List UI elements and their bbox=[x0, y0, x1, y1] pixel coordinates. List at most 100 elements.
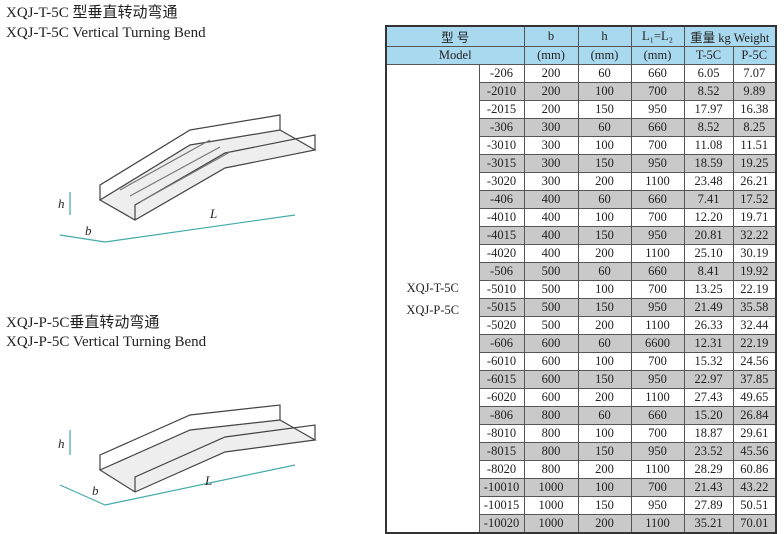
cell-l: 1100 bbox=[630, 514, 685, 534]
cell-h: 60 bbox=[577, 406, 632, 425]
cell-h: 200 bbox=[577, 460, 632, 479]
cell-h: 150 bbox=[577, 100, 632, 119]
cell-weight-t5c: 27.89 bbox=[683, 496, 734, 515]
cell-weight-t5c: 17.97 bbox=[683, 100, 734, 119]
cell-l: 1100 bbox=[630, 316, 685, 335]
cell-b: 600 bbox=[523, 352, 579, 371]
svg-text:b: b bbox=[92, 483, 99, 498]
cell-model-suffix: -4015 bbox=[478, 226, 525, 245]
cell-b: 1000 bbox=[523, 496, 579, 515]
cell-h: 100 bbox=[577, 136, 632, 155]
cell-h: 100 bbox=[577, 280, 632, 299]
cell-h: 200 bbox=[577, 388, 632, 407]
cell-weight-t5c: 8.41 bbox=[683, 262, 734, 281]
cell-weight-p5c: 32.44 bbox=[732, 316, 777, 335]
cell-weight-p5c: 37.85 bbox=[732, 370, 777, 389]
cell-weight-t5c: 23.48 bbox=[683, 172, 734, 191]
cell-weight-t5c: 12.20 bbox=[683, 208, 734, 227]
cell-weight-p5c: 70.01 bbox=[732, 514, 777, 534]
cell-l: 660 bbox=[630, 190, 685, 209]
cell-h: 150 bbox=[577, 226, 632, 245]
cell-weight-p5c: 7.07 bbox=[732, 64, 777, 83]
section1-title-en: XQJ-T-5C Vertical Turning Bend bbox=[6, 25, 206, 41]
cell-model-suffix: -3020 bbox=[478, 172, 525, 191]
vertical-bend-diagram-t: h b L bbox=[58, 114, 317, 243]
cell-b: 300 bbox=[523, 118, 579, 137]
cell-l: 950 bbox=[630, 100, 685, 119]
header-b: b bbox=[523, 25, 579, 47]
cell-model-suffix: -8020 bbox=[478, 460, 525, 479]
cell-weight-p5c: 32.22 bbox=[732, 226, 777, 245]
cell-b: 800 bbox=[523, 406, 579, 425]
header-p5c: P-5C bbox=[732, 46, 777, 65]
section2-title-en: XQJ-P-5C Vertical Turning Bend bbox=[6, 334, 207, 350]
header-l: L₁=L₂ bbox=[630, 25, 685, 47]
cell-weight-t5c: 26.33 bbox=[683, 316, 734, 335]
cell-weight-t5c: 13.25 bbox=[683, 280, 734, 299]
cell-weight-t5c: 15.32 bbox=[683, 352, 734, 371]
cell-h: 100 bbox=[577, 352, 632, 371]
cell-weight-p5c: 60.86 bbox=[732, 460, 777, 479]
svg-text:L: L bbox=[204, 473, 212, 488]
cell-b: 1000 bbox=[523, 514, 579, 534]
cell-b: 200 bbox=[523, 100, 579, 119]
cell-l: 700 bbox=[630, 136, 685, 155]
cell-l: 950 bbox=[630, 370, 685, 389]
cell-l: 950 bbox=[630, 442, 685, 461]
cell-l: 700 bbox=[630, 208, 685, 227]
cell-weight-p5c: 22.19 bbox=[732, 280, 777, 299]
cell-model-suffix: -606 bbox=[478, 334, 525, 353]
cell-l: 660 bbox=[630, 118, 685, 137]
cell-b: 400 bbox=[523, 226, 579, 245]
cell-weight-t5c: 18.87 bbox=[683, 424, 734, 443]
cell-l: 950 bbox=[630, 496, 685, 515]
cell-weight-t5c: 18.59 bbox=[683, 154, 734, 173]
cell-b: 600 bbox=[523, 388, 579, 407]
cell-weight-p5c: 26.84 bbox=[732, 406, 777, 425]
cell-h: 100 bbox=[577, 208, 632, 227]
cell-model-suffix: -8015 bbox=[478, 442, 525, 461]
cell-weight-t5c: 23.52 bbox=[683, 442, 734, 461]
cell-model-suffix: -6020 bbox=[478, 388, 525, 407]
cell-weight-p5c: 9.89 bbox=[732, 82, 777, 101]
cell-weight-t5c: 35.21 bbox=[683, 514, 734, 534]
specification-table: 型 号 b h L₁=L₂ 重量 kg Weight Model (mm) (m… bbox=[385, 25, 777, 534]
cell-weight-p5c: 11.51 bbox=[732, 136, 777, 155]
cell-b: 500 bbox=[523, 280, 579, 299]
cell-model-suffix: -2010 bbox=[478, 82, 525, 101]
cell-weight-p5c: 8.25 bbox=[732, 118, 777, 137]
model-name: XQJ-T-5C bbox=[406, 280, 459, 295]
cell-b: 400 bbox=[523, 244, 579, 263]
cell-weight-t5c: 6.05 bbox=[683, 64, 734, 83]
cell-h: 200 bbox=[577, 514, 632, 534]
cell-weight-p5c: 29.61 bbox=[732, 424, 777, 443]
cell-model-suffix: -10015 bbox=[478, 496, 525, 515]
cell-b: 800 bbox=[523, 442, 579, 461]
cell-weight-t5c: 15.20 bbox=[683, 406, 734, 425]
cell-weight-p5c: 19.25 bbox=[732, 154, 777, 173]
cell-weight-p5c: 17.52 bbox=[732, 190, 777, 209]
cell-model-suffix: -506 bbox=[478, 262, 525, 281]
cell-h: 200 bbox=[577, 172, 632, 191]
cell-l: 700 bbox=[630, 478, 685, 497]
cell-weight-p5c: 22.19 bbox=[732, 334, 777, 353]
section1-title-cn: XQJ-T-5C 型垂直转动弯通 bbox=[6, 5, 178, 21]
header-model-en: Model bbox=[385, 46, 525, 65]
cell-h: 150 bbox=[577, 154, 632, 173]
cell-model-suffix: -6010 bbox=[478, 352, 525, 371]
cell-h: 200 bbox=[577, 316, 632, 335]
cell-b: 400 bbox=[523, 190, 579, 209]
cell-b: 500 bbox=[523, 262, 579, 281]
cell-h: 100 bbox=[577, 424, 632, 443]
cell-model-suffix: -5015 bbox=[478, 298, 525, 317]
